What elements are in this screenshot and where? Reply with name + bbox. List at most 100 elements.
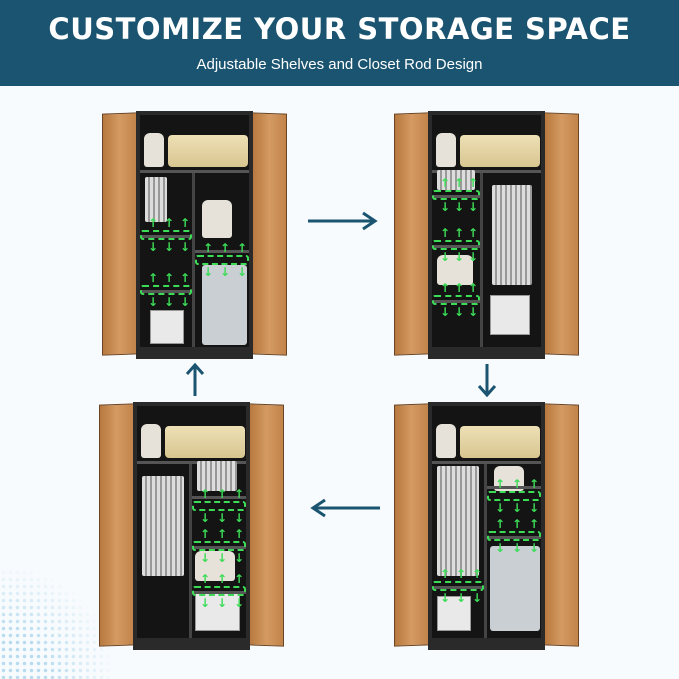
cabinet-body: ↑↓↑↓↑↓↑↓↑↓↑↓↑↓↑↓↑↓ [136,111,253,359]
adjust-arrows-icon: ↑ [453,176,465,190]
adjust-arrows-icon: ↓ [511,501,523,515]
top-shelf [432,170,541,173]
adjust-arrows-icon: ↑ [494,477,506,491]
handbag [141,424,161,458]
right-door [544,403,579,647]
adjust-arrows-icon: ↑ [199,487,211,501]
adjust-arrows-icon: ↓ [163,240,175,254]
adjustable-shelf-marker [432,581,484,591]
adjust-arrows-icon: ↓ [216,551,228,565]
adjust-arrows-icon: ↓ [528,501,540,515]
cabinet-interior: ↑↓↑↓↑↓↑↓↑↓↑↓↑↓↑↓↑↓ [432,115,541,347]
adjust-arrows-icon: ↑ [453,281,465,295]
adjust-arrows-icon: ↓ [236,265,248,279]
cabinet-interior: ↑↓↑↓↑↓↑↓↑↓↑↓↑↓↑↓↑↓ [137,406,246,638]
stored-item [437,255,473,285]
shelf [192,546,246,549]
suitcase [168,135,248,167]
adjust-arrows-icon: ↑ [147,216,159,230]
shelf [432,300,480,303]
adjustable-shelf-marker [432,240,480,250]
adjust-arrows-icon: ↓ [467,305,479,319]
cabinet-body: ↑↓↑↓↑↓↑↓↑↓↑↓↑↓↑↓↑↓ [428,111,545,359]
adjust-arrows-icon: ↓ [179,295,191,309]
adjust-arrows-icon: ↓ [163,295,175,309]
adjust-arrows-icon: ↓ [528,541,540,555]
adjust-arrows-icon: ↑ [494,517,506,531]
adjust-arrows-icon: ↓ [199,596,211,610]
adjustable-shelf-marker [432,295,480,305]
stored-item [490,295,530,335]
adjustable-shelf-marker [140,230,192,240]
adjust-arrows-icon: ↑ [233,572,245,586]
adjust-arrows-icon: ↑ [528,477,540,491]
handbag [144,133,164,167]
shelf [487,486,541,489]
adjust-arrows-icon: ↓ [439,250,451,264]
decorative-dots [0,569,110,679]
stored-item [145,177,167,222]
divider [480,173,483,347]
adjust-arrows-icon: ↓ [439,200,451,214]
banner-title: CUSTOMIZE YOUR STORAGE SPACE [48,12,631,46]
top-shelf [432,461,541,464]
shelf [192,496,246,499]
suitcase [460,426,540,458]
adjust-arrows-icon: ↑ [528,517,540,531]
adjust-arrows-icon: ↓ [202,265,214,279]
adjust-arrows-icon: ↑ [233,487,245,501]
adjustable-shelf-marker [192,541,246,551]
stored-item [437,170,475,190]
adjustable-shelf-marker [192,586,246,596]
divider [484,464,487,638]
left-door [394,403,429,647]
adjust-arrows-icon: ↓ [199,511,211,525]
stored-item [202,200,232,238]
adjust-arrows-icon: ↑ [219,241,231,255]
banner-subtitle: Adjustable Shelves and Closet Rod Design [196,56,483,73]
adjust-arrows-icon: ↑ [439,567,451,581]
adjust-arrows-icon: ↓ [147,240,159,254]
cabinet-interior: ↑↓↑↓↑↓↑↓↑↓↑↓↑↓↑↓↑↓ [432,406,541,638]
adjust-arrows-icon: ↓ [467,200,479,214]
stored-item [437,596,471,631]
cabinet-bottom-left: ↑↓↑↓↑↓↑↓↑↓↑↓↑↓↑↓↑↓ [99,402,284,652]
handbag [436,424,456,458]
adjust-arrows-icon: ↓ [471,591,483,605]
adjustable-shelf-marker [487,491,541,501]
adjust-arrows-icon: ↑ [439,176,451,190]
adjust-arrows-icon: ↑ [236,241,248,255]
suitcase [165,426,245,458]
shelf [195,250,249,253]
stored-item [150,310,184,344]
adjust-arrows-icon: ↑ [467,281,479,295]
adjust-arrows-icon: ↑ [453,226,465,240]
cabinet-bottom-right: ↑↓↑↓↑↓↑↓↑↓↑↓↑↓↑↓↑↓ [394,402,579,652]
top-shelf [140,170,249,173]
stored-item [492,185,532,285]
adjust-arrows-icon: ↑ [511,477,523,491]
adjust-arrows-icon: ↓ [494,541,506,555]
left-door [394,112,429,356]
shelf [487,536,541,539]
adjust-arrows-icon: ↑ [199,527,211,541]
adjust-arrows-icon: ↑ [147,271,159,285]
adjust-arrows-icon: ↑ [179,271,191,285]
adjust-arrows-icon: ↓ [233,511,245,525]
handbag [436,133,456,167]
adjust-arrows-icon: ↓ [467,250,479,264]
adjust-arrows-icon: ↑ [467,226,479,240]
adjust-arrows-icon: ↑ [216,487,228,501]
adjust-arrows-icon: ↑ [216,527,228,541]
down-arrow-icon [477,364,497,398]
adjust-arrows-icon: ↓ [147,295,159,309]
adjustable-shelf-marker [195,255,249,265]
divider [189,464,192,638]
left-door [102,112,137,356]
adjust-arrows-icon: ↑ [163,271,175,285]
right-door [252,112,287,356]
stored-item [142,476,184,576]
stored-item [195,551,235,581]
adjust-arrows-icon: ↓ [453,305,465,319]
adjust-arrows-icon: ↑ [233,527,245,541]
